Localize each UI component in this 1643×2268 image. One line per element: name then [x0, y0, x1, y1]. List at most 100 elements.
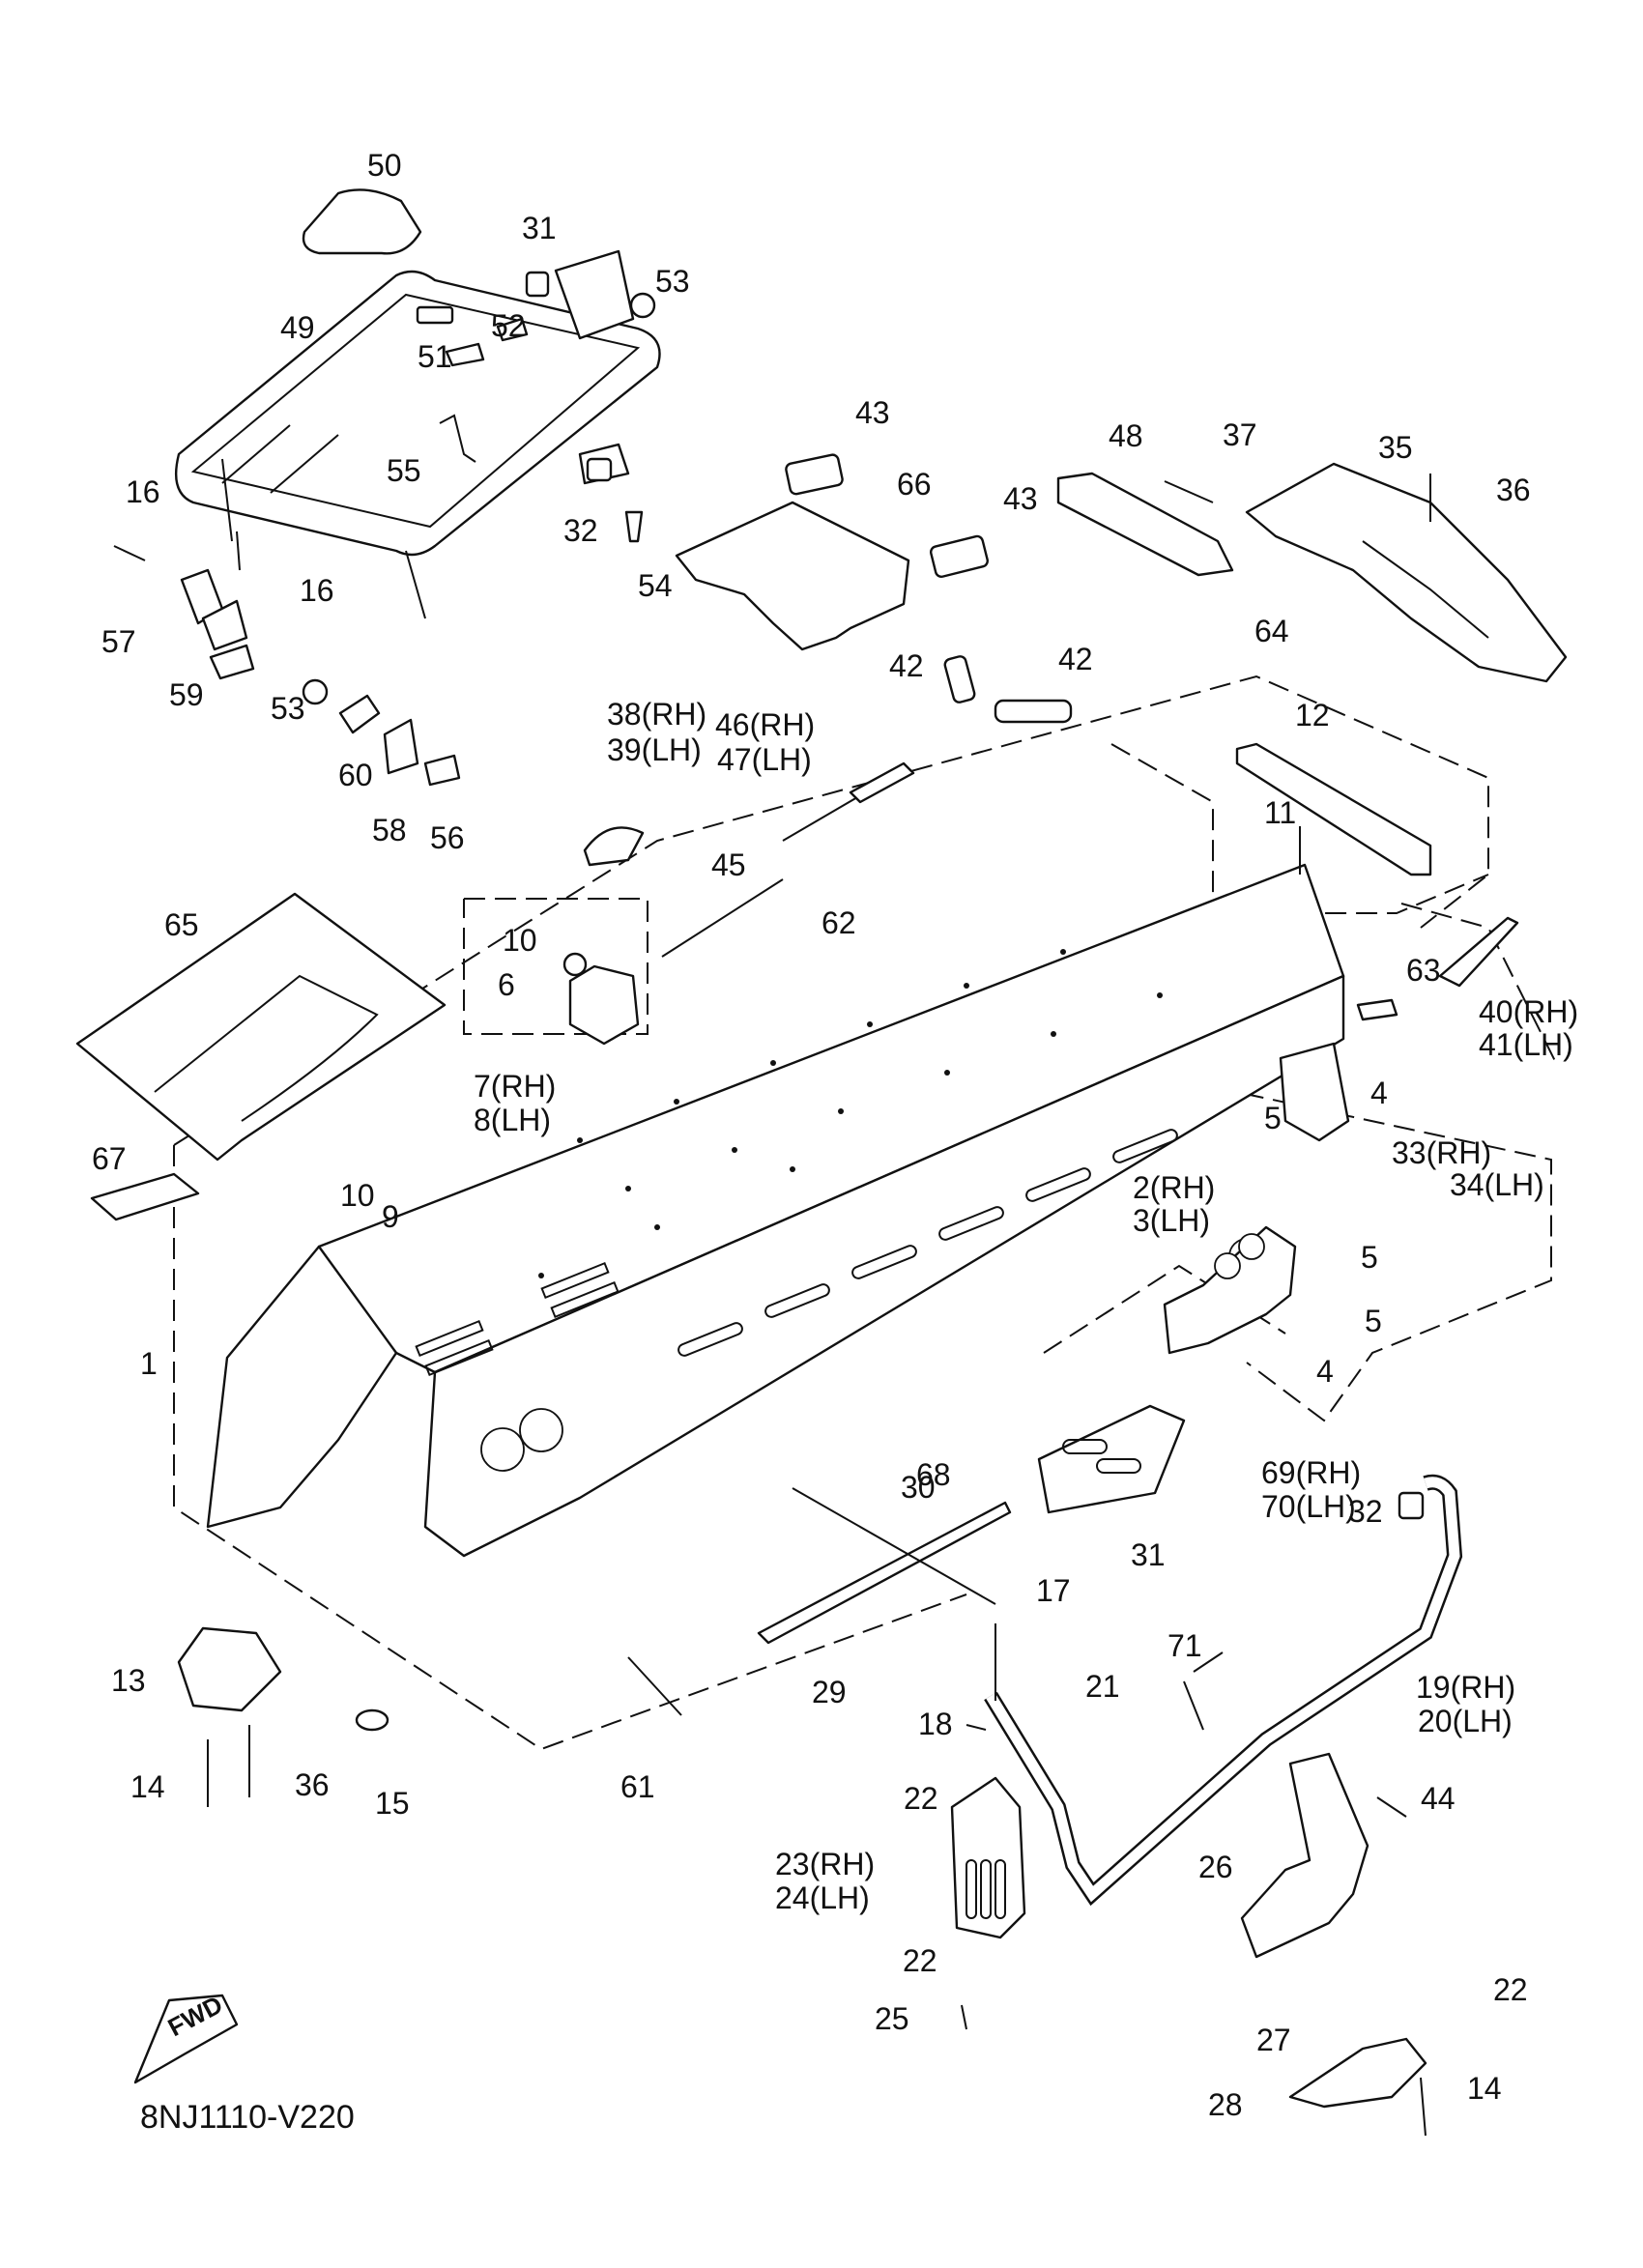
callout-label: 36 — [295, 1767, 330, 1802]
callout-label: 39(LH) — [607, 732, 702, 767]
callout-label: 14 — [1467, 2071, 1502, 2106]
fastener-leaders — [207, 1487, 1427, 2137]
plate-40-41 — [1438, 916, 1519, 988]
callout-label: 63 — [1406, 953, 1441, 988]
callout-label: 68 — [916, 1457, 951, 1492]
diagram-code: 8NJ1110-V220 — [140, 2099, 355, 2136]
callout-label: 53 — [655, 264, 690, 299]
callout-label: 62 — [822, 905, 856, 940]
callout-label: 5 — [1365, 1304, 1382, 1338]
plate-33-34 — [1279, 1042, 1350, 1142]
callout-label: 47(LH) — [717, 742, 812, 777]
reflector-38-39 — [583, 826, 645, 867]
callout-label: 70(LH) — [1261, 1489, 1356, 1524]
foot-pad-28 — [1288, 2037, 1427, 2109]
callout-label: 43 — [855, 395, 890, 430]
callout-label: 26 — [1198, 1850, 1233, 1884]
callout-label: 13 — [111, 1663, 146, 1698]
callout-label: 40(RH) — [1479, 994, 1578, 1029]
callout-label: 50 — [367, 148, 402, 183]
callout-label: 46(RH) — [715, 707, 815, 742]
callout-label: 14 — [130, 1769, 165, 1804]
callout-label: 28 — [1208, 2087, 1243, 2122]
callout-label: 32 — [563, 513, 598, 548]
callout-label: 5 — [1264, 1101, 1282, 1135]
callout-label: 44 — [1421, 1781, 1456, 1816]
callout-label: 29 — [812, 1675, 847, 1709]
rack-end-cap — [302, 188, 422, 255]
callout-label: 32 — [1348, 1494, 1383, 1529]
callout-label: 42 — [1058, 642, 1093, 676]
callout-label: 45 — [711, 847, 746, 882]
rail-29 — [757, 1501, 1012, 1645]
clip-32 — [1398, 1491, 1425, 1520]
seat-base-plate — [675, 501, 910, 651]
decal-67 — [90, 1172, 200, 1221]
callout-label: 53 — [271, 691, 305, 726]
callout-label: 5 — [1361, 1240, 1378, 1275]
callout-label: 31 — [522, 211, 557, 245]
callout-label: 4 — [1370, 1076, 1388, 1110]
tunnel-frame — [206, 863, 1345, 1558]
callout-label: 7(RH) — [474, 1069, 556, 1104]
callout-label: 3(LH) — [1133, 1203, 1210, 1238]
callout-label: 56 — [430, 820, 465, 855]
callout-label: 48 — [1109, 418, 1143, 453]
clip-63 — [1356, 998, 1398, 1021]
callout-label: 9 — [382, 1199, 399, 1234]
callout-label: 55 — [387, 453, 421, 488]
callout-label: 22 — [1493, 1972, 1528, 2007]
callout-label: 49 — [280, 310, 315, 345]
guard-23-24 — [950, 1776, 1026, 1939]
bracket-2-3 — [1163, 1225, 1297, 1355]
callout-label: 59 — [169, 677, 204, 712]
callout-label: 23(RH) — [775, 1847, 875, 1881]
callout-label: 2(RH) — [1133, 1170, 1215, 1205]
callout-label: 57 — [101, 624, 136, 659]
footrest-26 — [1240, 1752, 1369, 1959]
callout-label: 36 — [1496, 473, 1531, 507]
callout-label: 16 — [300, 573, 334, 608]
callout-label: 27 — [1256, 2023, 1291, 2057]
callout-label: 6 — [498, 967, 515, 1002]
callout-label: 69(RH) — [1261, 1455, 1361, 1490]
callout-label: 42 — [889, 648, 924, 683]
callout-label: 35 — [1378, 430, 1413, 465]
callout-label: 58 — [372, 813, 407, 847]
callout-label: 8(LH) — [474, 1103, 551, 1137]
crossbar-12 — [1235, 742, 1432, 876]
callout-label: 61 — [620, 1769, 655, 1804]
callout-label: 43 — [1003, 481, 1038, 516]
callout-label: 34(LH) — [1450, 1167, 1544, 1202]
callout-label: 15 — [375, 1786, 410, 1821]
callout-label: 19(RH) — [1416, 1670, 1515, 1705]
callout-label: 64 — [1254, 614, 1289, 648]
callout-label: 31 — [1131, 1537, 1166, 1572]
callout-label: 1 — [140, 1346, 158, 1381]
callout-label: 4 — [1316, 1354, 1334, 1389]
callout-label: 54 — [638, 568, 673, 603]
strip-pad-left — [943, 655, 976, 703]
bracket-7-8 — [568, 964, 640, 1046]
panel-65 — [75, 892, 447, 1162]
callout-label: 24(LH) — [775, 1880, 870, 1915]
callout-label: 66 — [897, 467, 932, 502]
callout-label: 67 — [92, 1141, 127, 1176]
rail-48 — [1056, 472, 1234, 577]
callout-label: 25 — [875, 2001, 909, 2036]
washer-15 — [355, 1708, 389, 1732]
callout-label: 30 — [901, 1470, 936, 1505]
pad-upper — [785, 453, 844, 496]
rod-45 — [661, 878, 784, 958]
callout-label: 12 — [1295, 698, 1330, 732]
callout-label: 11 — [1264, 795, 1296, 830]
callout-label: 10 — [503, 923, 537, 958]
callout-label: 17 — [1036, 1573, 1071, 1608]
callout-label: 22 — [904, 1781, 938, 1816]
callout-label: 71 — [1167, 1628, 1202, 1663]
rear-rack-assembly — [174, 249, 661, 619]
callout-label: 16 — [126, 474, 160, 509]
callout-label: 20(LH) — [1418, 1704, 1513, 1738]
